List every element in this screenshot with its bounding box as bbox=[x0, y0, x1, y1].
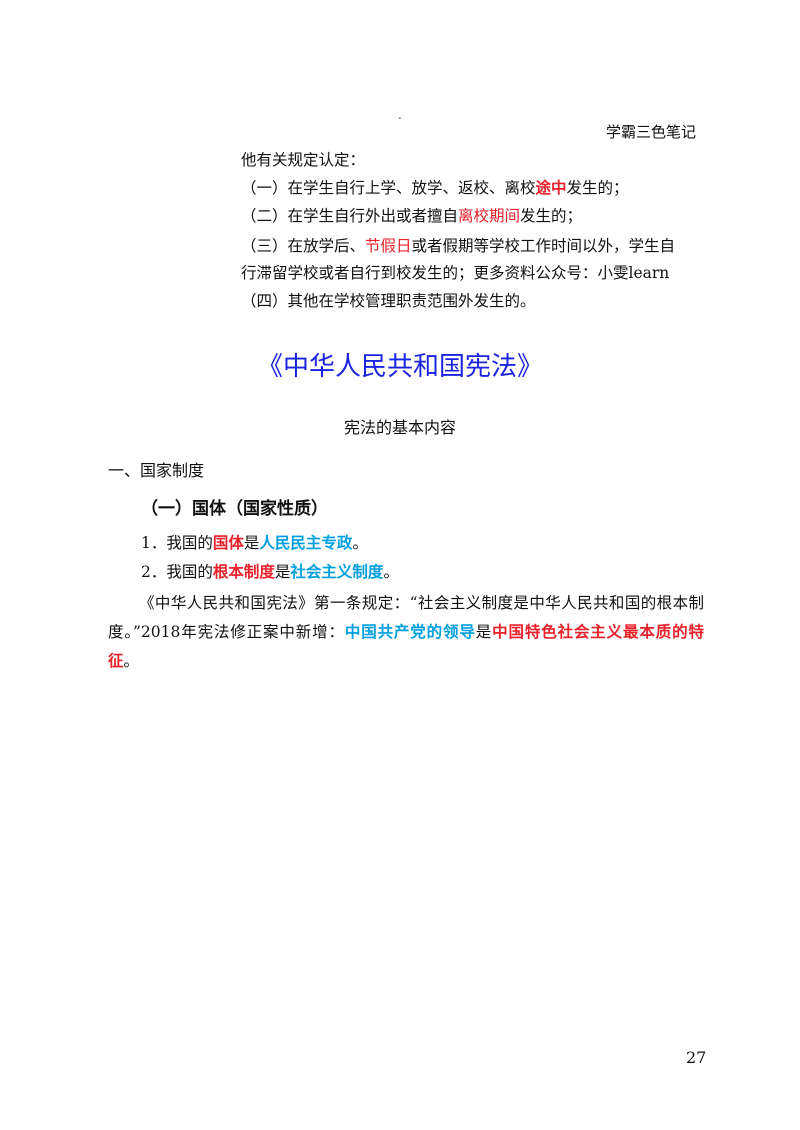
text-fragment: 《中华人民共和国宪法》第一条规定：“社会主义制度是中华人民共和国的根本制度。”2… bbox=[108, 594, 704, 641]
text-line: 他有关规定认定： bbox=[241, 151, 366, 169]
text-line: （一）在学生自行上学、放学、返校、离校途中发生的； bbox=[241, 178, 629, 198]
text-fragment: 我国的 bbox=[166, 534, 213, 552]
highlight-red: 途中 bbox=[535, 179, 567, 197]
text-fragment: 是 bbox=[475, 623, 493, 641]
document-title: 《中华人民共和国宪法》 bbox=[256, 352, 543, 382]
highlight-red: 国体 bbox=[212, 534, 244, 552]
highlight-blue: 中国共产党的领导 bbox=[344, 623, 476, 641]
highlight-red: 离校期间 bbox=[458, 207, 521, 225]
section-heading: 一、国家制度 bbox=[108, 461, 205, 480]
text-fragment: 发生的； bbox=[520, 207, 583, 225]
item-number: 2． bbox=[141, 563, 167, 581]
text-fragment: 。 bbox=[383, 563, 399, 581]
header-dot: . bbox=[398, 108, 402, 122]
text-fragment: （一）在学生自行上学、放学、返校、离校 bbox=[241, 179, 536, 197]
text-fragment: 或者假期等学校工作时间以外，学生自 bbox=[411, 237, 676, 255]
list-item: 1．我国的国体是人民民主专政。 bbox=[141, 533, 368, 553]
document-subtitle: 宪法的基本内容 bbox=[343, 418, 456, 437]
text-fragment: 。 bbox=[123, 652, 140, 670]
highlight-red: 节假日 bbox=[365, 237, 412, 255]
text-line: 行滞留学校或者自行到校发生的；更多资料公众号：小雯learn bbox=[241, 264, 670, 282]
brand-label: 学霸三色笔记 bbox=[606, 123, 697, 141]
list-item: 2．我国的根本制度是社会主义制度。 bbox=[141, 562, 399, 582]
text-line: （三）在放学后、节假日或者假期等学校工作时间以外，学生自 bbox=[241, 236, 675, 256]
highlight-red: 中国特色社会主义最本质的特征 bbox=[108, 623, 704, 670]
text-fragment: 我国的 bbox=[166, 563, 213, 581]
highlight-blue: 人民民主专政 bbox=[259, 534, 353, 552]
text-line: （四）其他在学校管理职责范围外发生的。 bbox=[241, 292, 536, 310]
text-fragment: （三）在放学后、 bbox=[241, 237, 366, 255]
page-number: 27 bbox=[686, 1048, 707, 1067]
text-fragment: 是 bbox=[243, 534, 260, 552]
text-fragment: 。 bbox=[352, 534, 368, 552]
body-paragraph: 《中华人民共和国宪法》第一条规定：“社会主义制度是中华人民共和国的根本制度。”2… bbox=[108, 589, 704, 676]
item-number: 1． bbox=[141, 534, 167, 552]
text-line: （二）在学生自行外出或者擅自离校期间发生的； bbox=[241, 206, 582, 226]
subsection-heading: （一）国体（国家性质） bbox=[141, 499, 328, 519]
text-fragment: 是 bbox=[274, 563, 291, 581]
highlight-blue: 社会主义制度 bbox=[290, 563, 384, 581]
text-fragment: 发生的； bbox=[566, 179, 629, 197]
highlight-red: 根本制度 bbox=[212, 563, 275, 581]
text-fragment: （二）在学生自行外出或者擅自 bbox=[241, 207, 459, 225]
